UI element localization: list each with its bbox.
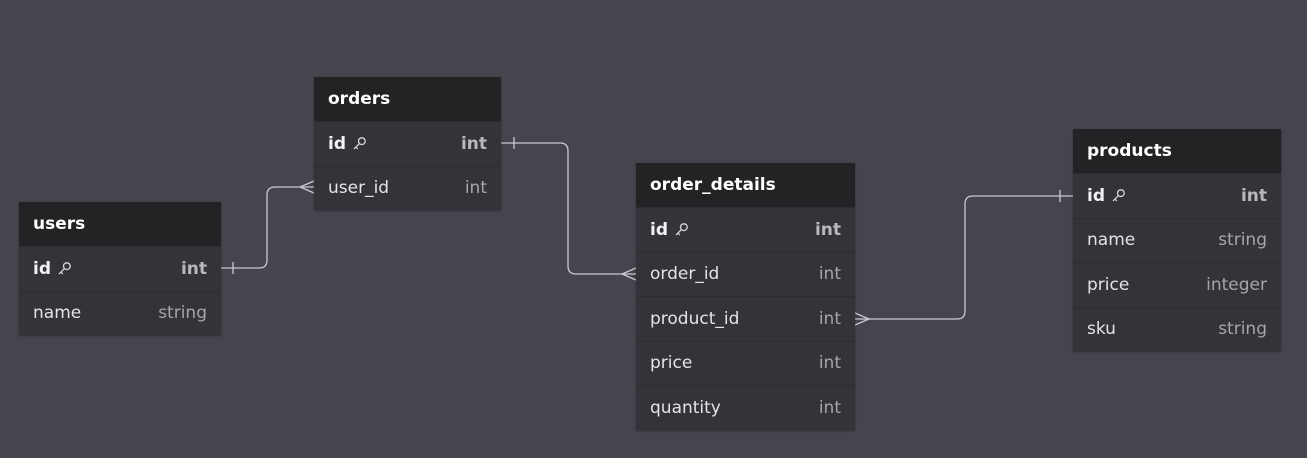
column-name: name: [1087, 230, 1136, 251]
column-type: int: [460, 133, 487, 154]
table-products[interactable]: products id int name string price intege…: [1073, 129, 1281, 351]
column-name: id: [328, 133, 346, 154]
column-type: int: [814, 219, 841, 240]
column-type: string: [1218, 230, 1267, 251]
table-title[interactable]: orders: [314, 77, 501, 121]
relation-orders-order-details[interactable]: [501, 137, 637, 281]
table-order-details[interactable]: order_details id int order_id int produc…: [636, 163, 855, 430]
column-type: string: [1218, 319, 1267, 340]
table-orders[interactable]: orders id int user_id int: [314, 77, 501, 210]
column-name: sku: [1087, 319, 1116, 340]
column-name: order_id: [650, 264, 720, 285]
table-row[interactable]: id int: [19, 246, 221, 291]
table-row[interactable]: sku string: [1073, 306, 1281, 352]
key-icon: [353, 137, 366, 150]
column-type: integer: [1206, 274, 1267, 295]
column-name: name: [33, 303, 82, 324]
column-type: int: [180, 258, 207, 279]
column-type: int: [818, 397, 841, 418]
column-type: int: [818, 353, 841, 374]
table-row[interactable]: price int: [636, 340, 855, 386]
column-name: price: [650, 353, 693, 374]
table-row[interactable]: id int: [314, 121, 501, 166]
column-type: int: [818, 264, 841, 285]
column-name: product_id: [650, 308, 740, 329]
table-row[interactable]: id int: [636, 207, 855, 252]
column-type: int: [1240, 185, 1267, 206]
key-icon: [58, 262, 71, 275]
key-icon: [1112, 189, 1125, 202]
key-icon: [675, 223, 688, 236]
table-title[interactable]: products: [1073, 129, 1281, 173]
table-row[interactable]: name string: [19, 290, 221, 336]
column-name: quantity: [650, 397, 721, 418]
table-title[interactable]: users: [19, 202, 221, 246]
column-name: id: [1087, 185, 1105, 206]
column-type: string: [158, 303, 207, 324]
table-row[interactable]: user_id int: [314, 165, 501, 211]
column-type: int: [464, 178, 487, 199]
table-row[interactable]: price integer: [1073, 262, 1281, 307]
column-name: price: [1087, 274, 1130, 295]
relation-users-orders[interactable]: [221, 180, 315, 274]
column-name: id: [33, 258, 51, 279]
table-title[interactable]: order_details: [636, 163, 855, 207]
column-type: int: [818, 308, 841, 329]
table-row[interactable]: id int: [1073, 173, 1281, 218]
table-row[interactable]: quantity int: [636, 385, 855, 430]
table-row[interactable]: order_id int: [636, 251, 855, 297]
table-users[interactable]: users id int name string: [19, 202, 221, 335]
relation-products-order-details[interactable]: [854, 190, 1073, 326]
column-name: id: [650, 219, 668, 240]
table-row[interactable]: product_id int: [636, 296, 855, 341]
column-name: user_id: [328, 178, 390, 199]
table-row[interactable]: name string: [1073, 217, 1281, 263]
